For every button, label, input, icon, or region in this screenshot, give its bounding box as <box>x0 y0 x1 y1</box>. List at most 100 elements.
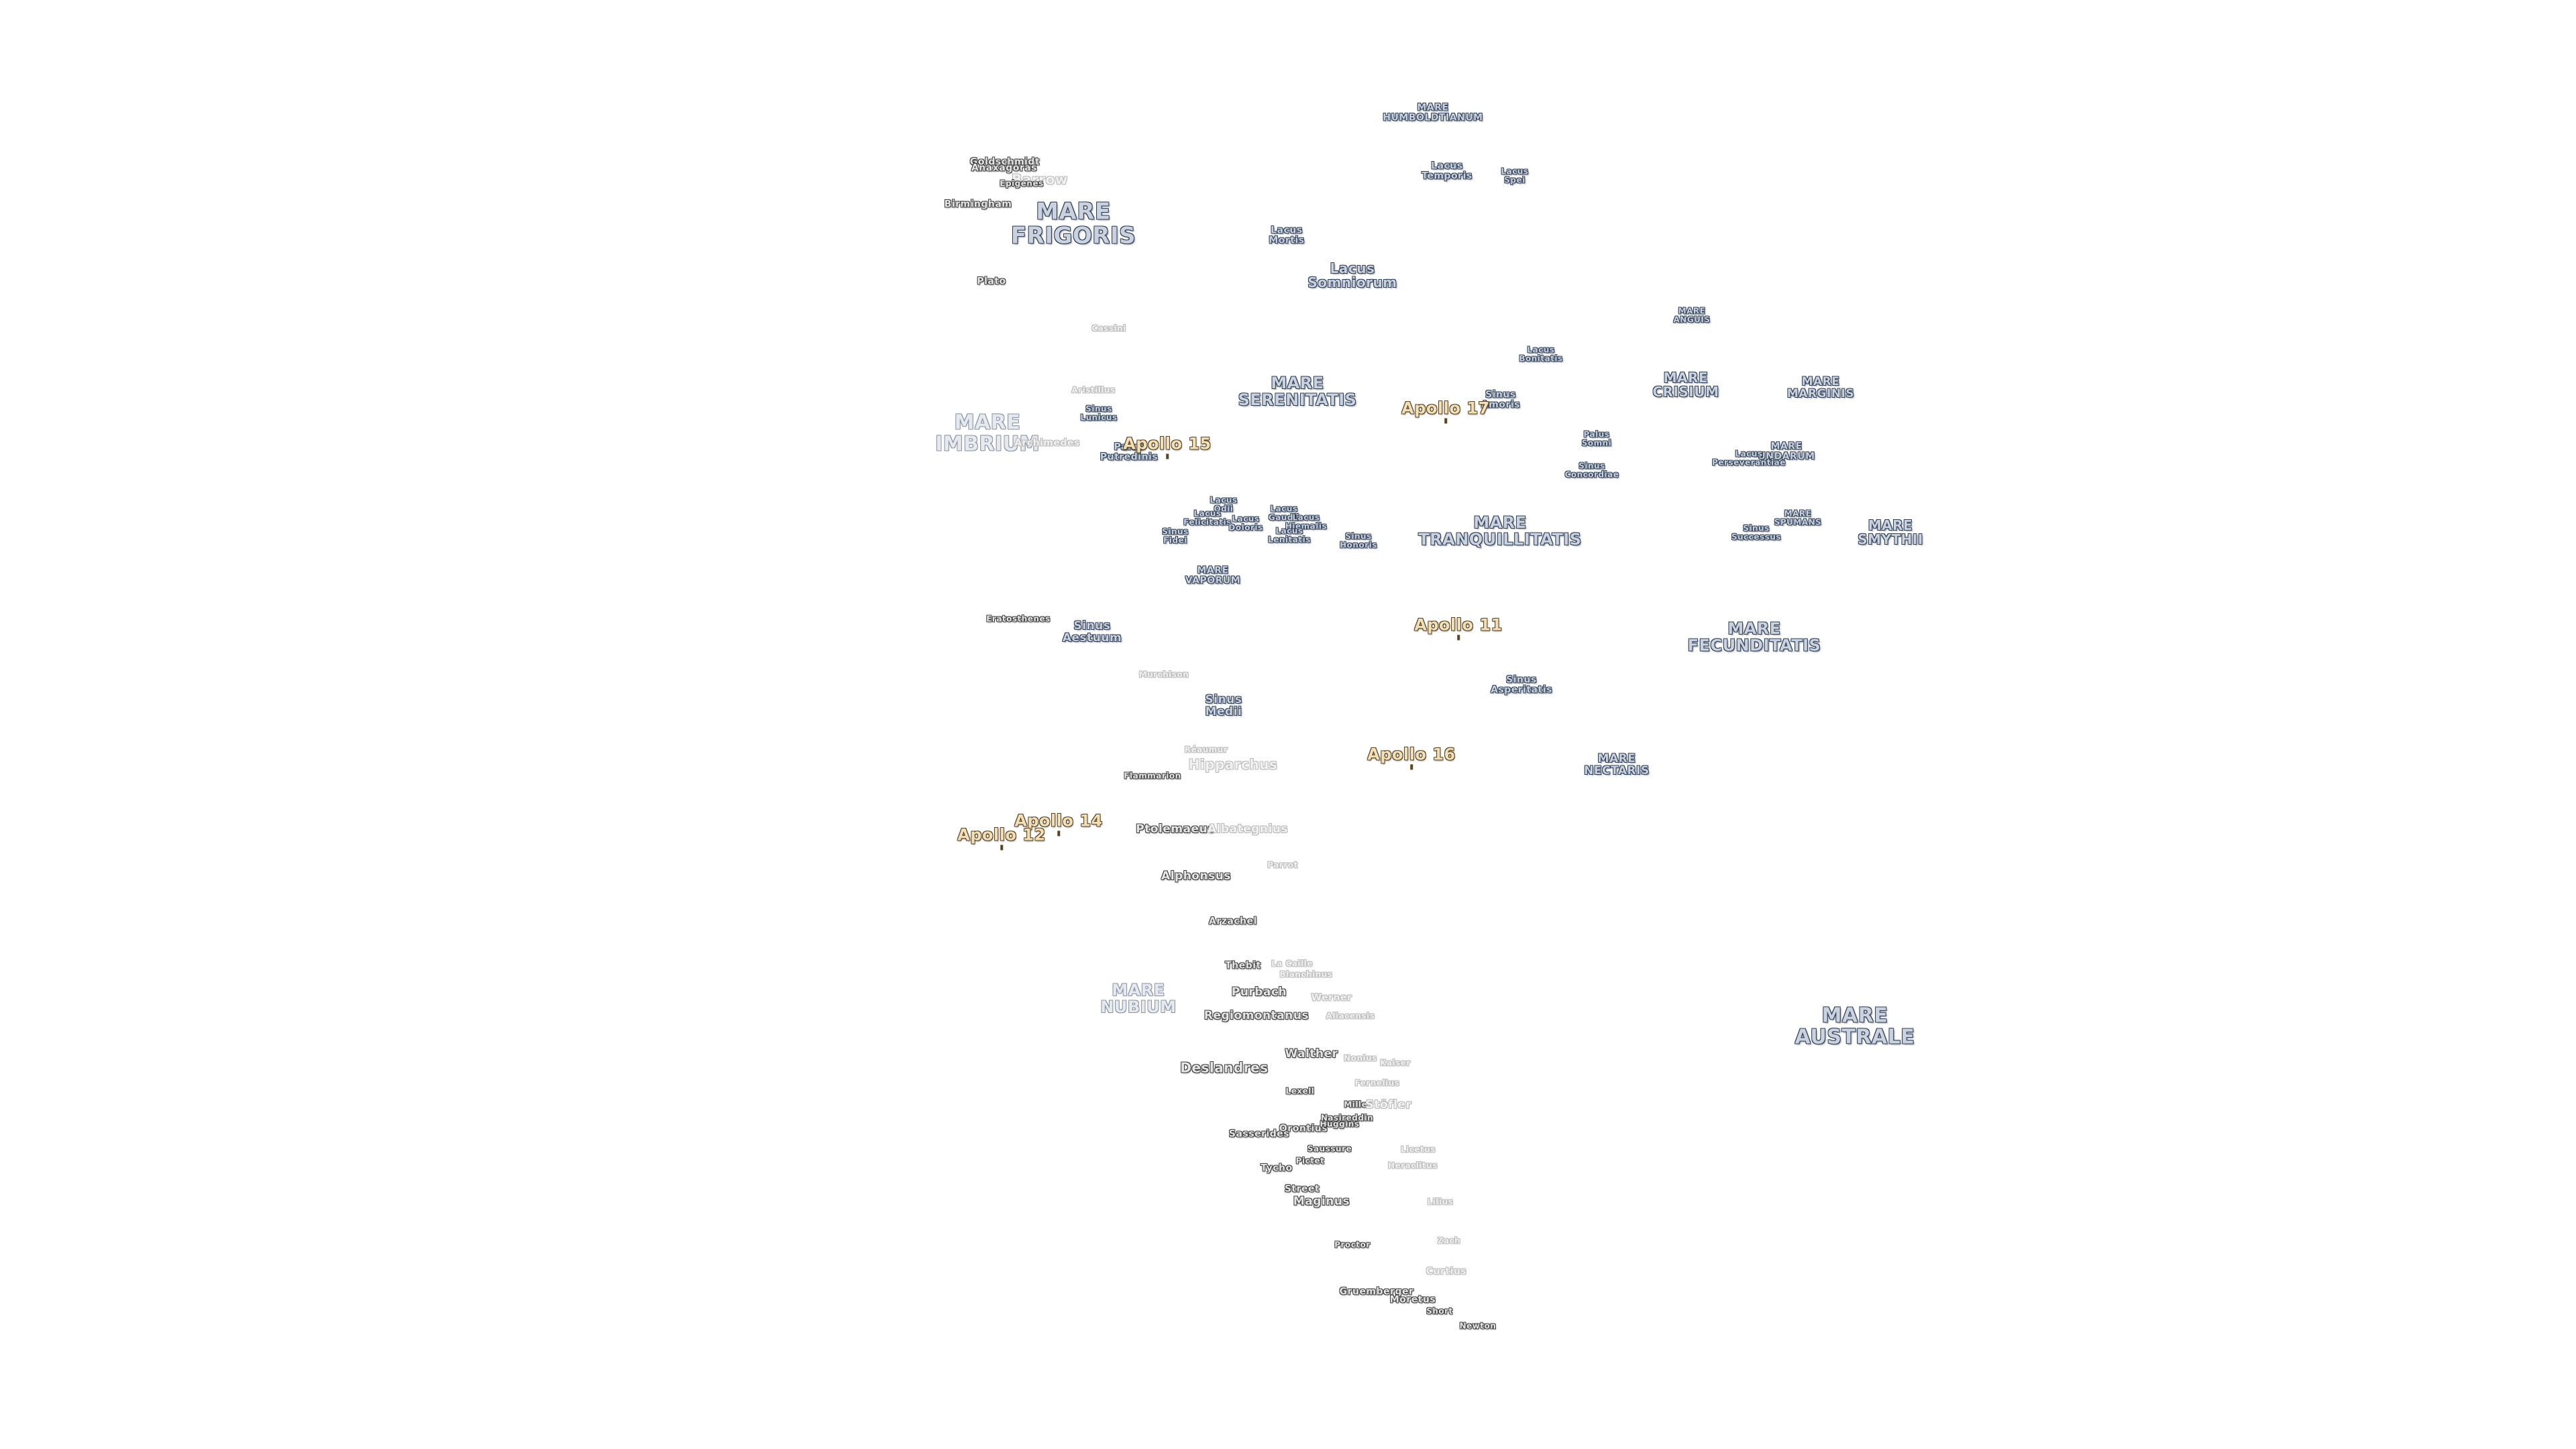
nasireddin-label: Nasireddin <box>1320 1113 1374 1123</box>
mare-nubium-label: MARE NUBIUM <box>1100 980 1177 1016</box>
miller-label: Miller <box>1344 1099 1372 1110</box>
murchison-label: Murchison <box>1138 669 1189 680</box>
apollo-12-label: Apollo 12 <box>957 825 1046 845</box>
regiomontanus-label: Regiomontanus <box>1203 1009 1309 1023</box>
ptolemaeus-label: Ptolemaeus <box>1136 822 1215 837</box>
apollo-11-label: Apollo 11 <box>1414 615 1503 635</box>
apollo-17-marker: Apollo 17 <box>1401 398 1490 424</box>
apollo-17-label: Apollo 17 <box>1401 398 1490 418</box>
mare-nectaris-label: MARE NECTARIS <box>1584 752 1650 777</box>
arzachel-label: Arzachel <box>1209 916 1257 927</box>
mare-anguis-label: MARE ANGUIS <box>1673 306 1711 324</box>
lacus-odii-label: Lacus Odii <box>1210 495 1238 513</box>
lexell-label: Lexell <box>1285 1086 1315 1096</box>
heraclitus-label: Heraclitus <box>1388 1161 1438 1171</box>
mare-tranquillitatis-label: MARE TRANQUILLITATIS <box>1418 513 1582 549</box>
parrot-label: Parrot <box>1267 860 1298 870</box>
licetus-label: Licetus <box>1401 1144 1436 1155</box>
aliacensis-label: Aliacensis <box>1326 1011 1375 1021</box>
short-label: Short <box>1426 1306 1453 1316</box>
apollo-16-label: Apollo 16 <box>1367 745 1456 764</box>
mare-australe-label: MARE AUSTRALE <box>1794 1004 1915 1049</box>
gruemberger-label: Gruemberger <box>1339 1286 1414 1297</box>
orontius-label: Orontius <box>1279 1123 1328 1134</box>
mare-serenitatis-label: MARE SERENITATIS <box>1238 373 1357 409</box>
sinus-concordiae-label: Sinus Concordiae <box>1564 461 1619 479</box>
lacus-spei-label: Lacus Spei <box>1501 166 1529 184</box>
epigenes-label: Epigenes <box>1000 178 1044 189</box>
barrow-label: Barrow <box>1012 171 1068 188</box>
deslandres-label: Deslandres <box>1180 1059 1269 1076</box>
blanchinus-label: Blanchinus <box>1279 969 1333 979</box>
stofler-label: Stöfler <box>1365 1098 1412 1112</box>
zach-label: Zach <box>1437 1236 1461 1246</box>
newton-label: Newton <box>1459 1321 1497 1331</box>
palus-somni-label: Palus Somni <box>1581 429 1612 447</box>
maginus-label: Maginus <box>1293 1195 1350 1209</box>
reaumur-label: Réaumur <box>1184 745 1228 755</box>
anaxagoras-label: Anaxagoras <box>971 162 1038 174</box>
archimedes-label: Archimedes <box>1014 437 1080 449</box>
tycho-label: Tycho <box>1260 1163 1293 1174</box>
mare-frigoris-label: MARE FRIGORIS <box>1010 198 1136 249</box>
apollo-15-marker: Apollo 15 <box>1123 434 1212 460</box>
sinus-amoris-label: Sinus Amoris <box>1481 389 1521 410</box>
lacus-bonitatis-label: Lacus Bonitatis <box>1519 345 1563 363</box>
mare-crisium-label: MARE CRISIUM <box>1652 370 1719 400</box>
albategnius-label: Albategnius <box>1207 822 1289 837</box>
lilius-label: Lilius <box>1427 1197 1454 1207</box>
mare-spumans-label: MARE SPUMANS <box>1774 508 1822 527</box>
sinus-fidei-label: Sinus Fidei <box>1162 527 1189 545</box>
goldschmidt-label: Goldschmidt <box>969 156 1040 168</box>
mare-fecunditatis-label: MARE FECUNDITATIS <box>1687 619 1821 655</box>
sinus-successus-label: Sinus Successus <box>1731 523 1782 541</box>
sasserides-label: Sasserides <box>1228 1128 1290 1140</box>
kaiser-label: Kaiser <box>1380 1058 1411 1068</box>
fernelius-label: Fernelius <box>1354 1078 1400 1088</box>
apollo-12-pin <box>1000 845 1003 851</box>
flammarion-label: Flammarion <box>1124 771 1181 781</box>
lacus-felicitatis-label: Lacus Felicitatis <box>1183 508 1232 527</box>
apollo-15-label: Apollo 15 <box>1123 434 1212 453</box>
apollo-16-pin <box>1410 764 1413 770</box>
aristillus-label: Aristillus <box>1071 385 1116 395</box>
lacus-gaudii-label: Lacus Gaudii <box>1268 504 1300 522</box>
apollo-14-marker: Apollo 14 <box>1014 811 1103 837</box>
sinus-medii-label: Sinus Medii <box>1205 693 1242 718</box>
werner-label: Werner <box>1311 992 1352 1004</box>
lacus-temporis-label: Lacus Temporis <box>1421 160 1472 181</box>
mare-imbrium-label: MARE IMBRIUM <box>935 411 1040 455</box>
apollo-16-marker: Apollo 16 <box>1367 745 1456 770</box>
apollo-15-pin <box>1166 453 1169 460</box>
apollo-12-marker: Apollo 12 <box>957 825 1046 851</box>
huggins-label: Huggins <box>1320 1119 1360 1129</box>
street-label: Street <box>1284 1183 1320 1195</box>
sinus-lunicus-label: Sinus Lunicus <box>1080 404 1118 422</box>
apollo-11-pin <box>1457 635 1460 641</box>
birmingham-label: Birmingham <box>944 199 1012 210</box>
sinus-aestuum-label: Sinus Aestuum <box>1062 619 1122 645</box>
curtius-label: Curtius <box>1426 1266 1467 1277</box>
lacus-doloris-label: Lacus Doloris <box>1228 514 1263 532</box>
proctor-label: Proctor <box>1334 1240 1371 1250</box>
mare-undarum-label: MARE UNDARUM <box>1758 441 1815 462</box>
sinus-asperitatis-label: Sinus Asperitatis <box>1491 674 1552 695</box>
apollo-14-label: Apollo 14 <box>1014 811 1103 830</box>
palus-putredinis-label: Palus Putredinis <box>1099 441 1159 462</box>
lacus-lenitatis-label: Lacus Lenitatis <box>1268 526 1311 544</box>
la-caille-label: La Caille <box>1271 959 1313 969</box>
thebit-label: Thebit <box>1225 960 1261 971</box>
nonius-label: Nonius <box>1344 1053 1377 1063</box>
lacus-mortis-label: Lacus Mortis <box>1269 225 1305 246</box>
mare-humboldtianum-label: MARE HUMBOLDTIANUM <box>1383 102 1483 123</box>
plato-label: Plato <box>977 276 1006 287</box>
apollo-14-pin <box>1057 830 1060 837</box>
apollo-11-marker: Apollo 11 <box>1414 615 1503 641</box>
purbach-label: Purbach <box>1231 985 1287 1000</box>
moretus-label: Moretus <box>1389 1294 1436 1305</box>
pictet-label: Pictet <box>1295 1156 1325 1166</box>
mare-vaporum-label: MARE VAPORUM <box>1185 565 1241 586</box>
alphonsus-label: Alphonsus <box>1161 869 1231 883</box>
cassini-label: Cassini <box>1091 323 1126 333</box>
